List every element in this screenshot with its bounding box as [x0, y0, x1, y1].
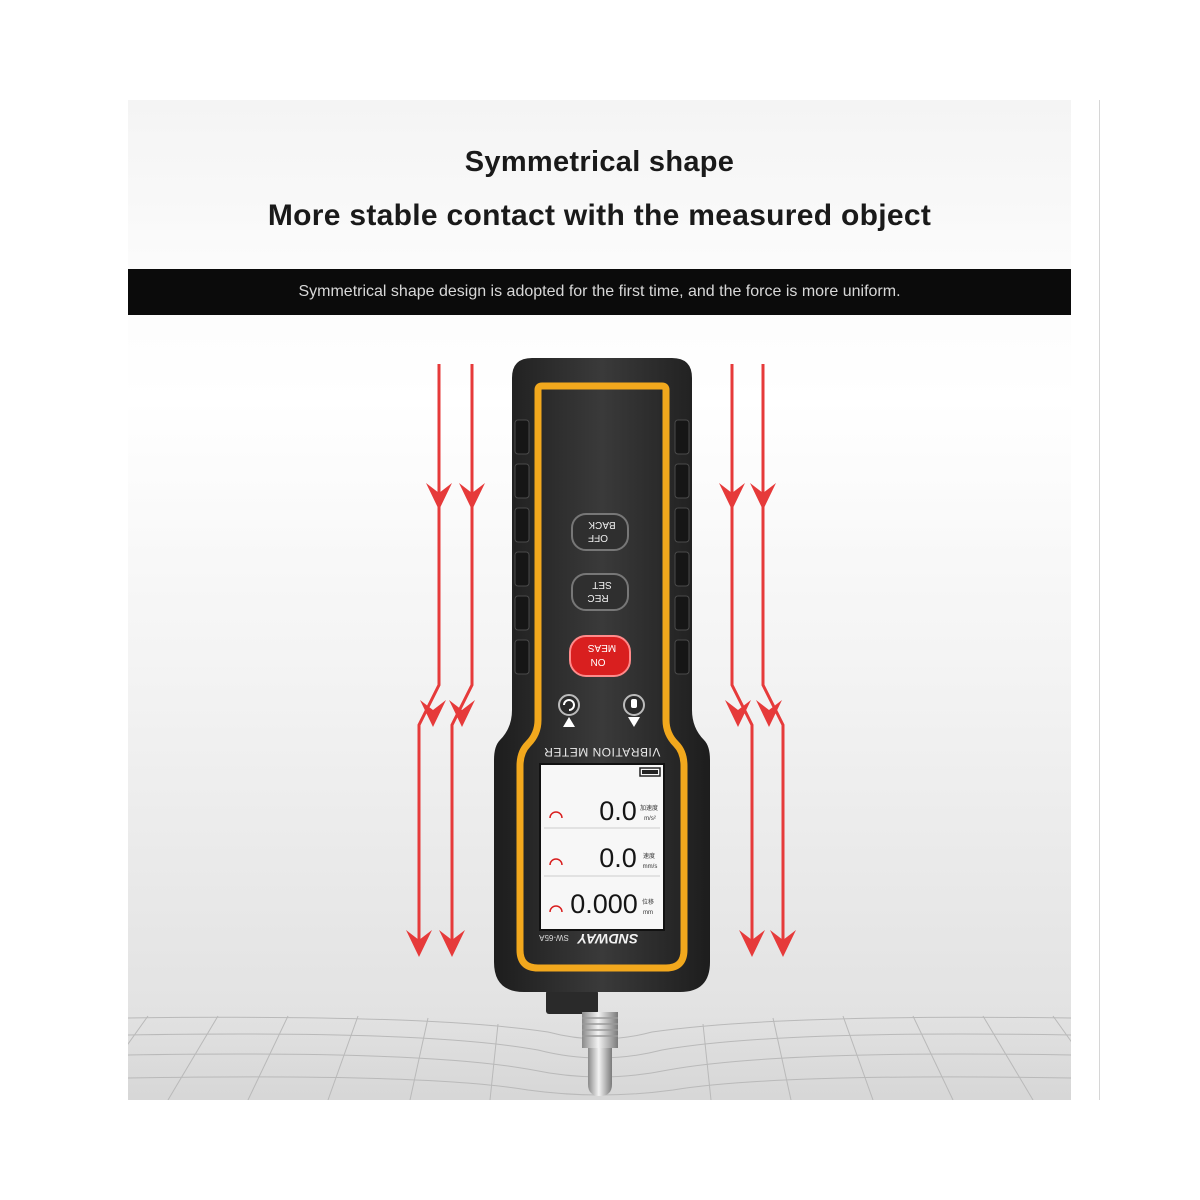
divider-line [1099, 100, 1100, 1100]
rec-set-label-2: SET [592, 579, 611, 590]
off-back-label-2: BACK [588, 519, 616, 530]
reading-3-unit: mm [643, 910, 653, 916]
arrow-heads [406, 483, 796, 957]
reading-3-value: 0.000 [570, 889, 638, 919]
page-title: Symmetrical shape [464, 146, 735, 178]
product-illustration: OFF BACK REC SET ON MEAS [128, 358, 1071, 1100]
reading-1-unit: m/s² [644, 816, 656, 822]
force-arrows-right [730, 364, 785, 940]
on-meas-button: ON MEAS [569, 635, 631, 677]
reading-2-value: 0.0 [599, 843, 637, 873]
reading-1-label: 加速度 [640, 804, 658, 812]
model-label: VIBRATION METER [544, 745, 661, 759]
page-subtitle: More stable contact with the measured ob… [267, 199, 932, 232]
reading-2-unit: mm/s [643, 864, 658, 870]
force-arrows-left [417, 364, 474, 940]
rec-set-label-1: REC [587, 592, 608, 603]
off-back-label-1: OFF [588, 532, 608, 543]
on-meas-label-2: MEAS [588, 642, 617, 653]
reading-3-label: 位移 [642, 898, 654, 906]
rec-set-button: REC SET [571, 573, 629, 611]
reading-2-label: 速度 [643, 852, 655, 860]
reading-1-value: 0.0 [599, 796, 637, 826]
probe-tip [546, 990, 618, 1096]
feature-banner: Symmetrical shape design is adopted for … [128, 269, 1071, 315]
on-meas-label-1: ON [591, 656, 606, 667]
light-button [623, 694, 645, 727]
off-back-button: OFF BACK [571, 513, 629, 551]
vibration-meter-device: OFF BACK REC SET ON MEAS [494, 358, 710, 992]
model-code: SW-65A [539, 933, 569, 942]
rotate-button [558, 694, 580, 727]
product-panel: OFF BACK REC SET ON MEAS [128, 100, 1071, 1100]
brand-logo-text: SNDWAY [576, 931, 638, 947]
banner-text: Symmetrical shape design is adopted for … [298, 283, 901, 300]
